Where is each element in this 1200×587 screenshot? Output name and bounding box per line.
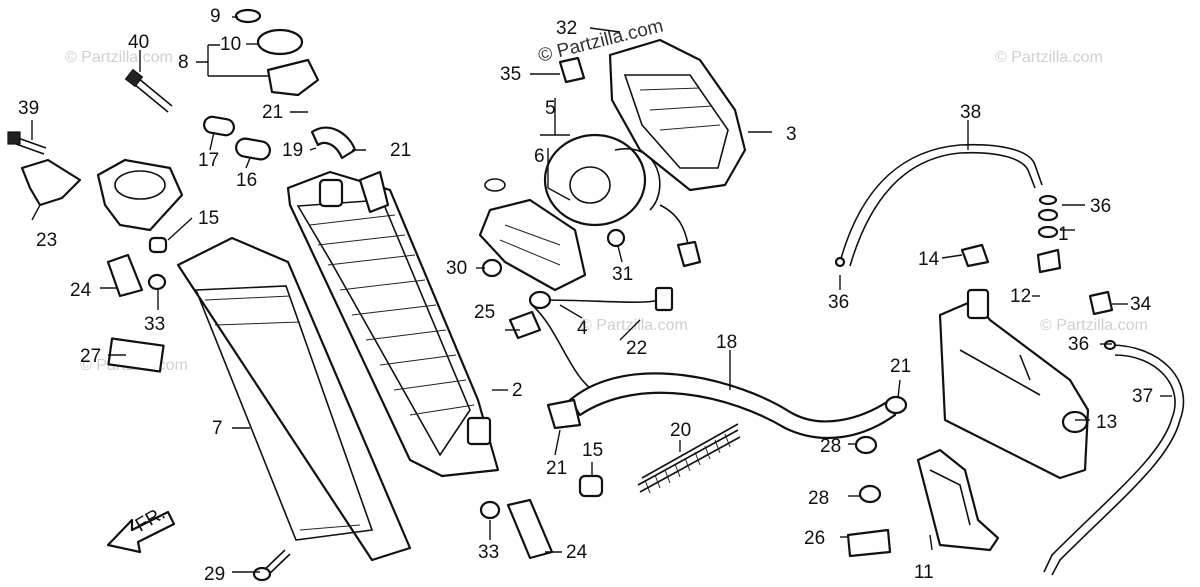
- callout: 26: [804, 528, 825, 549]
- callout: 4: [577, 318, 588, 339]
- callout: 33: [144, 314, 165, 335]
- callout: 28: [808, 488, 829, 509]
- radiator-core-2: [286, 170, 500, 478]
- callout: 2: [512, 380, 523, 401]
- callout-labels: 1 2 3 4 5 6 7 8 9 10 11 12 13 14 15 15 1…: [18, 6, 1153, 585]
- callout: 36: [1068, 334, 1089, 355]
- callout: 19: [282, 140, 303, 161]
- radiator-cap-8: [234, 8, 320, 97]
- callout: 31: [612, 264, 633, 285]
- callout: 27: [80, 346, 101, 367]
- watermark: © Partzilla.com: [65, 49, 173, 66]
- fan-motor-assembly: [543, 133, 702, 268]
- tank-cover-11: [916, 448, 1000, 552]
- callout: 21: [546, 458, 567, 479]
- small-hoses: [203, 115, 357, 161]
- callout: 11: [914, 562, 934, 583]
- callout: 16: [236, 170, 257, 191]
- callout: 15: [198, 208, 219, 229]
- reserve-tank-13: [938, 288, 1090, 480]
- callout: 24: [566, 542, 588, 563]
- fan-shroud-3: [558, 38, 747, 192]
- spring-20: [637, 423, 741, 494]
- callout: 39: [18, 98, 39, 119]
- watermark: © Partzilla.com: [1040, 317, 1148, 334]
- overflow-hose-37: [1043, 344, 1185, 576]
- lower-hose-18: [568, 372, 897, 440]
- siphon-hose-38: [839, 143, 1043, 267]
- callout: 8: [178, 52, 189, 73]
- callout: 13: [1096, 412, 1117, 433]
- callout: 23: [36, 230, 57, 251]
- callout: 17: [198, 150, 219, 171]
- callout: 22: [626, 338, 647, 359]
- callout: 21: [390, 140, 411, 161]
- callout: 1: [1058, 224, 1069, 245]
- callout: 7: [212, 418, 223, 439]
- bolts: [7, 68, 291, 582]
- leader-lines: [31, 16, 1172, 573]
- callout: 38: [960, 102, 981, 123]
- callout: 20: [670, 420, 691, 441]
- callout: 25: [474, 302, 495, 323]
- callout: 24: [70, 280, 92, 301]
- radiator-shroud-7: [176, 236, 412, 562]
- callout: 3: [786, 124, 797, 145]
- callout: 5: [545, 98, 556, 119]
- front-direction-arrow: FR.: [106, 503, 176, 554]
- callout: 32: [556, 18, 577, 39]
- callout: 12: [1010, 286, 1031, 307]
- callout: 29: [204, 564, 225, 585]
- callout: 21: [262, 102, 283, 123]
- thermostat-housing: [20, 158, 184, 232]
- callout: 14: [918, 249, 940, 270]
- callout: 10: [220, 34, 241, 55]
- fan-blade: [478, 178, 587, 292]
- callout: 33: [478, 542, 499, 563]
- callout: 35: [500, 64, 521, 85]
- watermark: © Partzilla.com: [995, 49, 1103, 66]
- callout: 28: [820, 436, 841, 457]
- callout: 37: [1132, 386, 1153, 407]
- callout: 18: [716, 332, 737, 353]
- callout: 15: [582, 440, 603, 461]
- callout: 34: [1130, 294, 1152, 315]
- callout: 6: [534, 146, 545, 167]
- callout: 36: [828, 292, 849, 313]
- callout: 30: [446, 258, 467, 279]
- callout: 9: [210, 6, 221, 27]
- callout: 40: [128, 32, 149, 53]
- callout: 21: [890, 356, 911, 377]
- callout: 36: [1090, 196, 1111, 217]
